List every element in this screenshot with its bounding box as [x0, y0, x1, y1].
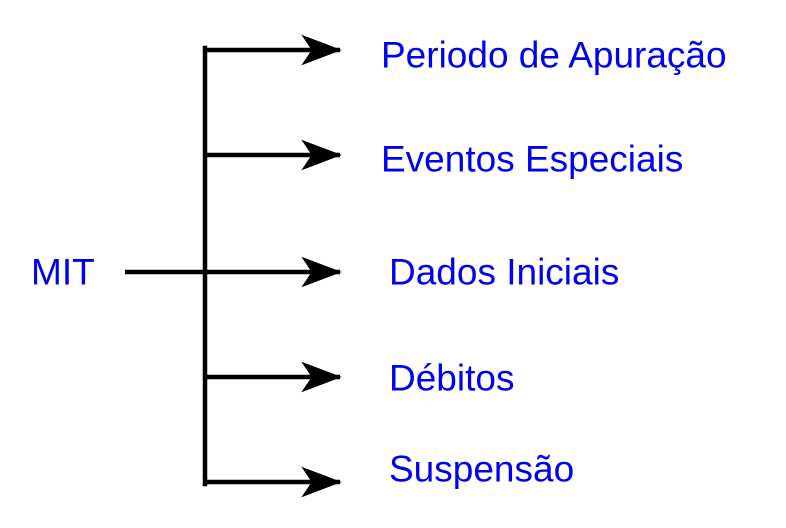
branch-node-label-periodo-de-apuracao: Periodo de Apuração — [381, 34, 727, 76]
branch-node-label-debitos: Débitos — [389, 357, 515, 399]
branch-node-label-suspensao: Suspensão — [389, 448, 575, 490]
branch-node-label-dados-iniciais: Dados Iniciais — [389, 251, 620, 293]
branch-node-label-eventos-especiais: Eventos Especiais — [381, 138, 684, 180]
root-node-label: MIT — [31, 251, 95, 293]
